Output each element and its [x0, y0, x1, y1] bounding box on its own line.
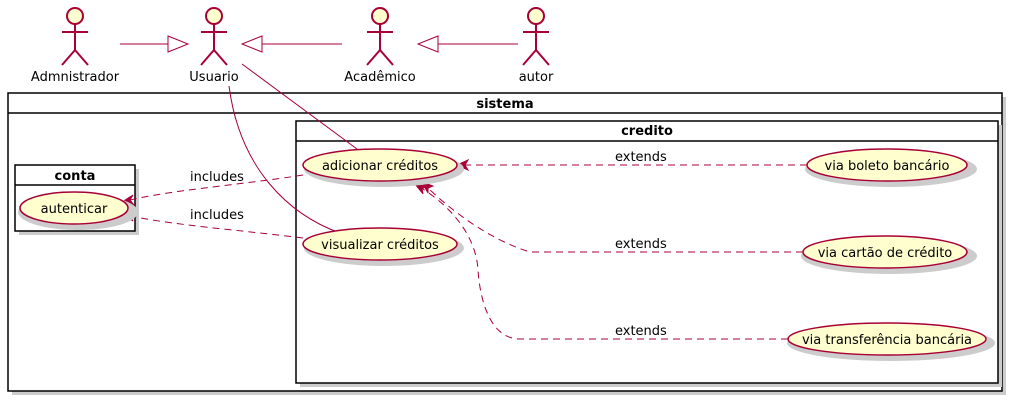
- package-credito-title: credito: [621, 124, 673, 139]
- actor-icon: [366, 7, 394, 66]
- dependency-transferencia-adicionar: extends: [413, 183, 788, 340]
- dependency-cartao-adicionar: extends: [420, 181, 803, 253]
- actor-icon: [61, 7, 89, 66]
- generalization-admin-usuario: [120, 35, 190, 53]
- generalization-academico-usuario: [240, 35, 342, 53]
- actor-usuario-label: Usuario: [189, 70, 238, 85]
- usecase-via-transferencia-label: via transferência bancária: [802, 333, 972, 348]
- label-extends-1: extends: [615, 150, 667, 165]
- actor-autor[interactable]: autor: [519, 7, 554, 85]
- actor-autor-label: autor: [519, 70, 554, 85]
- dependency-boleto-adicionar: extends: [455, 150, 807, 172]
- usecase-via-cartao-label: via cartão de crédito: [818, 246, 953, 261]
- usecase-autenticar-label: autenticar: [41, 202, 108, 217]
- package-sistema-title: sistema: [476, 97, 533, 112]
- label-includes-1: includes: [190, 170, 244, 185]
- association-usuario-adicionar: [241, 63, 358, 150]
- package-conta-title: conta: [55, 169, 96, 184]
- label-extends-2: extends: [615, 237, 667, 252]
- usecase-via-cartao[interactable]: via cartão de crédito: [801, 235, 977, 274]
- usecase-autenticar[interactable]: autenticar: [18, 191, 138, 230]
- association-usuario-visualizar: [228, 85, 341, 234]
- actor-admnistrador-label: Admnistrador: [31, 70, 120, 85]
- usecase-visualizar-creditos[interactable]: visualizar créditos: [302, 227, 464, 266]
- actor-usuario[interactable]: Usuario: [189, 7, 239, 85]
- label-extends-3: extends: [615, 324, 667, 339]
- generalization-autor-academico: [416, 35, 518, 53]
- actor-academico-label: Acadêmico: [344, 70, 415, 85]
- usecase-visualizar-creditos-label: visualizar créditos: [321, 238, 439, 253]
- usecase-via-boleto-label: via boleto bancário: [825, 159, 950, 174]
- usecase-adicionar-creditos-label: adicionar créditos: [322, 159, 438, 174]
- actor-admnistrador[interactable]: Admnistrador: [31, 7, 120, 85]
- actor-icon: [200, 7, 228, 66]
- usecase-adicionar-creditos[interactable]: adicionar créditos: [302, 148, 464, 187]
- label-includes-2: includes: [190, 208, 244, 223]
- actor-icon: [522, 7, 550, 66]
- actor-academico[interactable]: Acadêmico: [344, 7, 416, 85]
- usecase-via-transferencia[interactable]: via transferência bancária: [787, 322, 995, 361]
- usecase-via-boleto[interactable]: via boleto bancário: [805, 148, 977, 187]
